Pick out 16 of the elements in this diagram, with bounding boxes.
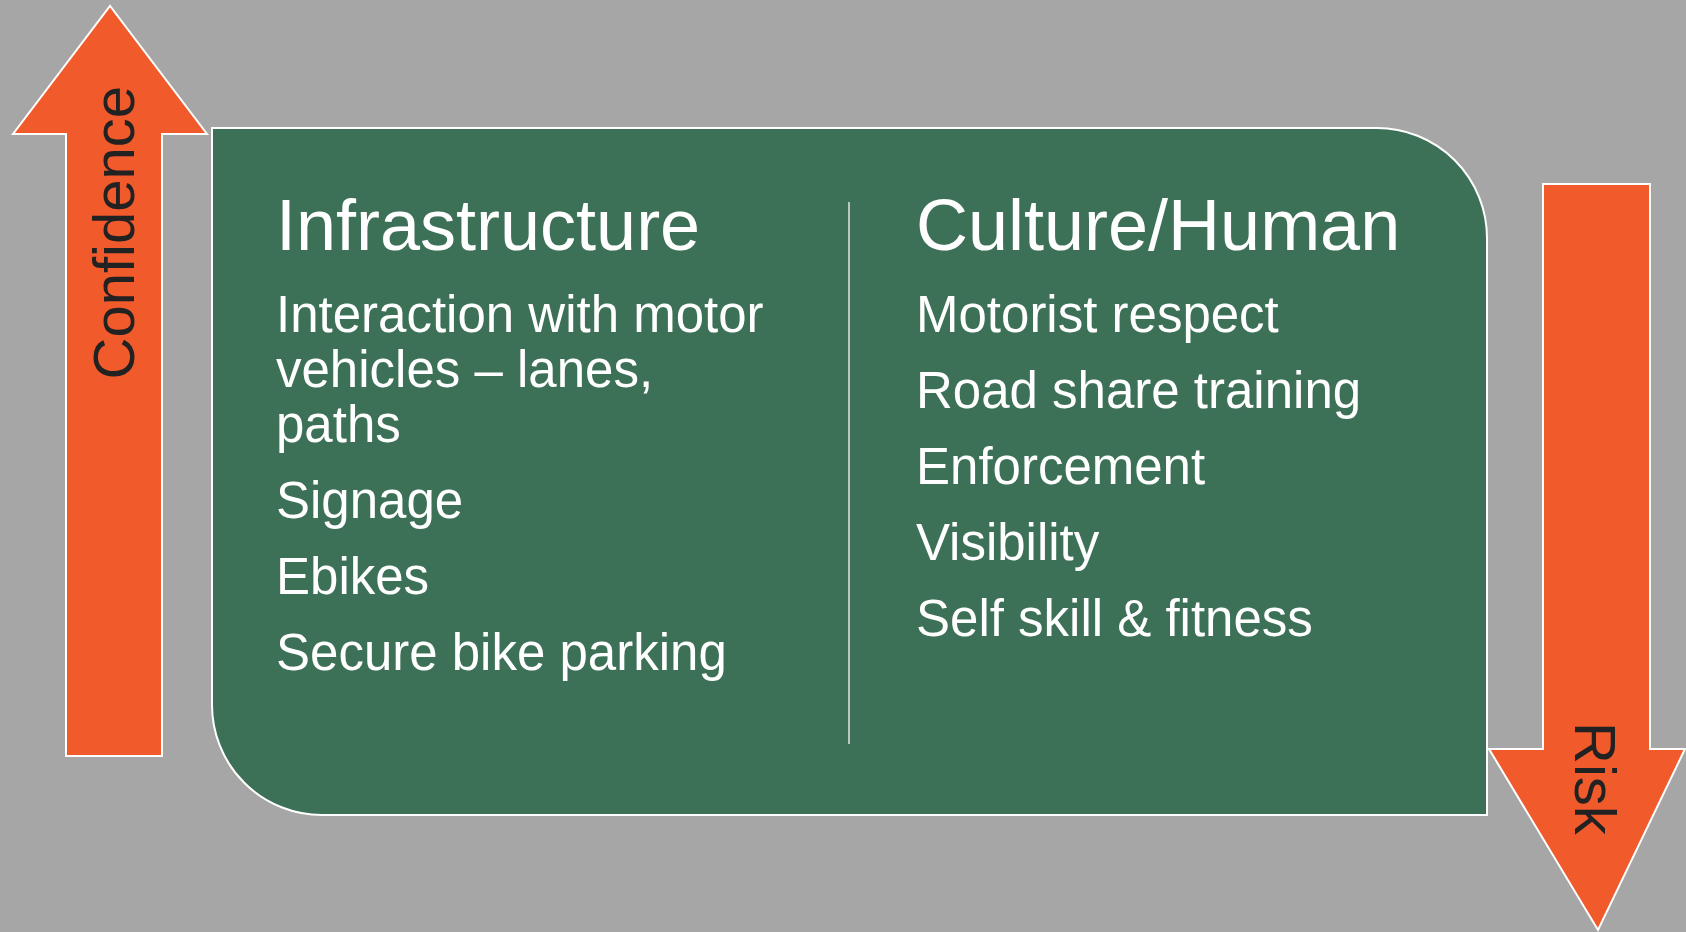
list-item: Road share training [916,363,1363,419]
list-item: Interaction with motor vehicles – lanes, paths [276,287,765,453]
list-item: Secure bike parking [276,625,728,681]
up-arrow [12,4,209,758]
list-item: Self skill & fitness [916,591,1314,647]
down-arrow [1488,183,1686,932]
arrow-label: Confidence [80,86,147,380]
list-item: Ebikes [276,549,431,605]
list-item: Visibility [916,515,1101,571]
list-item: Enforcement [916,439,1207,495]
list-item: Signage [276,473,465,529]
column-heading: Culture/Human [916,187,1402,265]
arrow-label: Risk [1562,722,1629,835]
list-item: Motorist respect [916,287,1280,343]
content-panel [211,127,1489,817]
column-heading: Infrastructure [276,187,702,265]
